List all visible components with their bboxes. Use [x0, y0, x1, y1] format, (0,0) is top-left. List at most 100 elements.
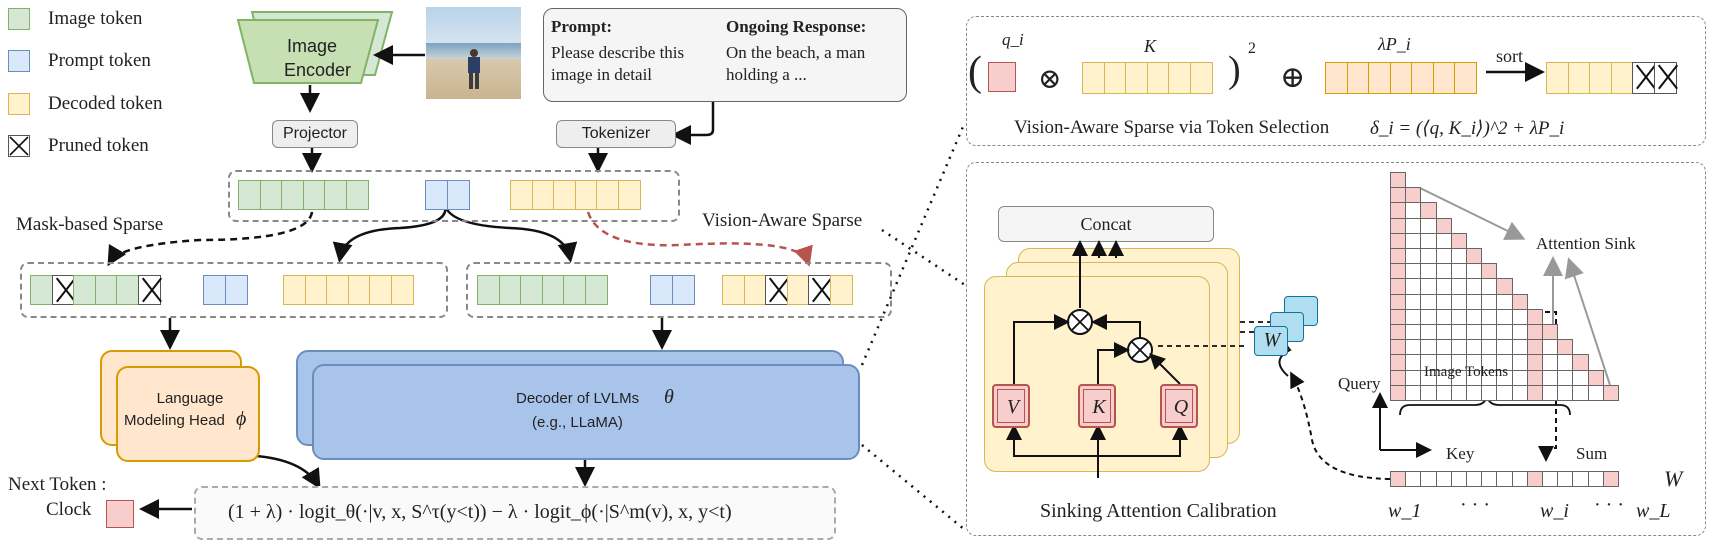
attention-cell: [1572, 369, 1589, 386]
qi-label: q_i: [1002, 30, 1024, 49]
legend-decoded-label: Decoded token: [48, 93, 163, 114]
attention-cell: [1390, 384, 1407, 401]
attention-cell: [1420, 278, 1437, 295]
attention-cell: [1466, 339, 1483, 356]
attention-cell: [1390, 172, 1407, 189]
attention-cell: [1405, 217, 1422, 234]
legend-image-token: Image token: [8, 8, 142, 30]
k-label: K: [1144, 36, 1157, 56]
decoded-tokens-vision: [722, 275, 853, 305]
attention-cell: [1587, 384, 1604, 401]
attention-cell: [1405, 369, 1422, 386]
w-vector-cell: [1557, 471, 1574, 488]
attention-cell: [1450, 324, 1467, 341]
attention-cell: [1511, 354, 1528, 371]
decoder-symbol: θ: [664, 386, 674, 408]
attention-cell: [1390, 308, 1407, 325]
mask-sparse-label: Mask-based Sparse: [16, 214, 164, 235]
delta-equation: δ_i = (⟨q, K_i⟩)^2 + λP_i: [1370, 118, 1565, 139]
lm-head-block: Language Modeling Head ϕ: [116, 366, 260, 462]
attention-cell: [1511, 293, 1528, 310]
attention-cell: [1542, 354, 1559, 371]
key-axis-label: Key: [1446, 444, 1475, 463]
projector-block: Projector: [272, 120, 358, 148]
attention-cell: [1466, 384, 1483, 401]
prompt-tokens-masked: [203, 275, 248, 305]
prompt-text-line2: image in detail: [551, 65, 653, 84]
attention-cell: [1481, 324, 1498, 341]
attention-cell: [1496, 278, 1513, 295]
attention-cell: [1481, 263, 1498, 280]
dots2-label: · · ·: [1594, 494, 1624, 516]
lm-head-line1: Language: [156, 390, 224, 407]
w-vector-cell: [1602, 471, 1619, 488]
attention-cell: [1405, 293, 1422, 310]
w-vector-cell: [1511, 471, 1528, 488]
attention-cell: [1390, 278, 1407, 295]
legend-prompt-label: Prompt token: [48, 50, 151, 71]
w-vector-cell: [1420, 471, 1437, 488]
prompt-tokens-vision: [650, 275, 695, 305]
w-vector-cell: [1466, 471, 1483, 488]
w-vector-cell: [1481, 471, 1498, 488]
encoder-label-line1: Image: [286, 36, 338, 56]
wi-label: w_i: [1540, 500, 1569, 522]
w-vector-cell: [1450, 471, 1467, 488]
attention-cell: [1481, 293, 1498, 310]
dots1-label: · · ·: [1460, 494, 1490, 516]
next-token-line1: Next Token :: [8, 474, 107, 495]
lm-head-symbol: ϕ: [236, 408, 247, 430]
attention-cell: [1405, 308, 1422, 325]
concat-block: Concat: [998, 206, 1214, 242]
attention-cell: [1390, 187, 1407, 204]
attention-cell: [1572, 354, 1589, 371]
decoded-token-cube-icon: [8, 93, 30, 115]
w1-label: w_1: [1388, 500, 1422, 522]
attention-cell: [1466, 263, 1483, 280]
lm-head-line2: Modeling Head: [124, 412, 225, 429]
input-token-sequence: [228, 170, 680, 222]
attention-cell: [1405, 354, 1422, 371]
lambda-pi-tokens: [1325, 62, 1477, 94]
qi-token-cube-icon: [988, 62, 1016, 92]
attention-cell: [1450, 232, 1467, 249]
attention-cell: [1420, 324, 1437, 341]
attention-cell: [1405, 278, 1422, 295]
response-text-line1: On the beach, a man: [726, 43, 866, 62]
attention-cell: [1390, 248, 1407, 265]
open-paren: (: [968, 49, 982, 95]
attention-cell: [1450, 278, 1467, 295]
attention-cell: [1450, 263, 1467, 280]
attention-cell: [1405, 248, 1422, 265]
attention-cell: [1405, 384, 1422, 401]
k-tokens: [1082, 62, 1213, 94]
top-panel: [966, 16, 1706, 146]
attention-cell: [1481, 339, 1498, 356]
attention-cell: [1405, 232, 1422, 249]
prompt-text-line1: Please describe this: [551, 43, 685, 62]
attention-cell: [1496, 293, 1513, 310]
attention-cell: [1405, 202, 1422, 219]
tokenizer-block: Tokenizer: [556, 120, 676, 148]
attention-cell: [1572, 384, 1589, 401]
oplus-icon: ⊕: [1280, 61, 1306, 94]
attention-cell: [1542, 384, 1559, 401]
attention-cell: [1511, 308, 1528, 325]
w-vector-cell: [1496, 471, 1513, 488]
attention-cell: [1481, 278, 1498, 295]
v-label: V: [1006, 396, 1020, 418]
attention-cell: [1420, 202, 1437, 219]
k-block: K: [1078, 384, 1116, 428]
response-title: Ongoing Response:: [726, 17, 867, 36]
legend-pruned-token: Pruned token: [8, 135, 149, 157]
w-vector-cell: [1435, 471, 1452, 488]
vision-sparse-label: Vision-Aware Sparse: [702, 210, 863, 231]
pruned-token-cube-icon: [8, 135, 30, 157]
attention-cell: [1526, 308, 1543, 325]
square-superscript: 2: [1248, 40, 1256, 57]
w-vector-cell: [1587, 471, 1604, 488]
w-vector-cell: [1526, 471, 1543, 488]
otimes-icon: ⊗: [1038, 64, 1062, 95]
attention-cell: [1466, 324, 1483, 341]
prompt-token-cube-icon: [8, 50, 30, 72]
